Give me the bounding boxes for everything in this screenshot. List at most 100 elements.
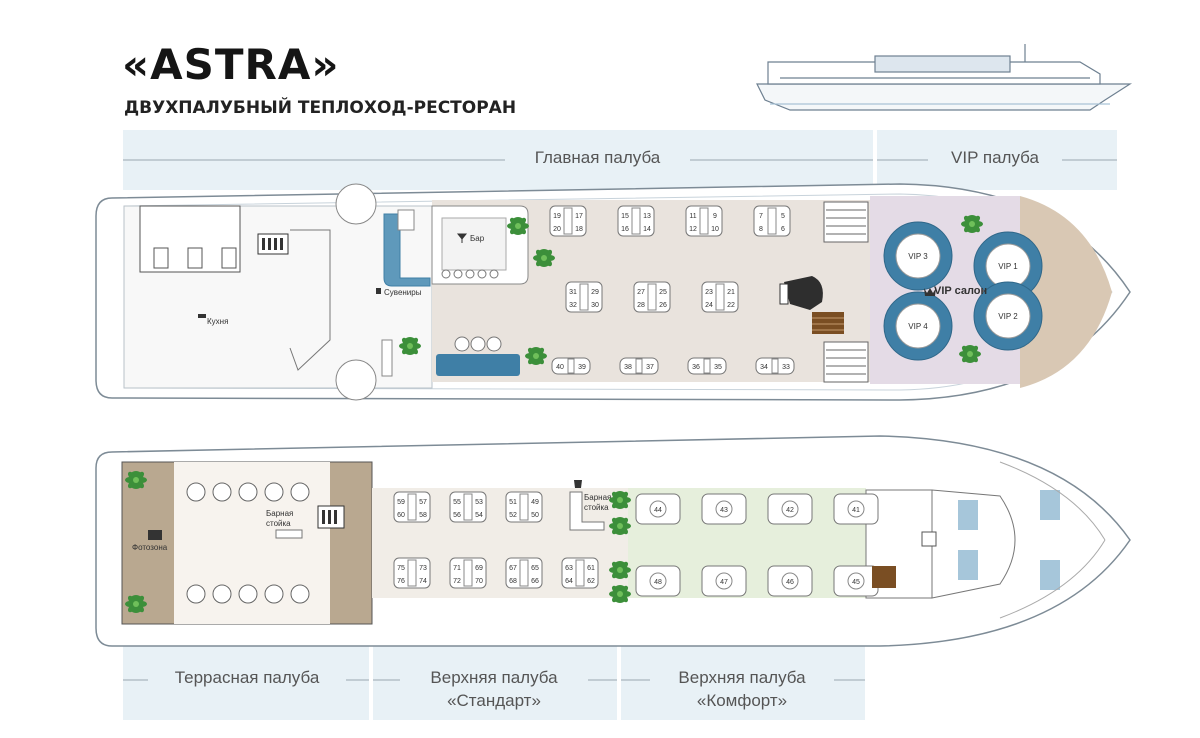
bow-deck-wood (1020, 196, 1112, 388)
comfort-table-top-1: 43 (701, 493, 747, 525)
seat-number: 8 (759, 226, 763, 233)
plant-icon (533, 249, 555, 267)
seat-number: 35 (714, 364, 722, 371)
comfort-deck-label-line1: Верхняя палуба (678, 668, 806, 687)
seat-number: 15 (621, 213, 629, 220)
coffee-icon (574, 480, 582, 488)
lounge-stools (454, 336, 502, 352)
terrace-stool (212, 482, 232, 502)
comfort-deck-band (621, 640, 865, 720)
seat-number: 22 (727, 302, 735, 309)
terrace-bar-counter (275, 529, 303, 539)
bow-line-top (999, 461, 1106, 541)
terrace-deck-label: Террасная палуба (174, 668, 320, 687)
vip-salon-label: VIP салон (934, 285, 987, 297)
seat-number: 62 (587, 578, 595, 585)
plant-icon (959, 345, 981, 363)
seat-number: 47 (720, 579, 728, 586)
seat-number: 36 (692, 364, 700, 371)
seat-number: 29 (591, 289, 599, 296)
seat-number: 56 (453, 512, 461, 519)
door-bottom (335, 359, 377, 401)
seat-number: 26 (659, 302, 667, 309)
seat-number: 52 (509, 512, 517, 519)
seat-number: 66 (531, 578, 539, 585)
seat-number: 37 (646, 364, 654, 371)
comfort-table-bottom-0: 48 (635, 565, 681, 597)
ship-subtitle: ДВУХПАЛУБНЫЙ ТЕПЛОХОД-РЕСТОРАН (124, 98, 517, 118)
seat-number: 75 (397, 565, 405, 572)
souvenir-cabinet (397, 209, 415, 231)
seat-number: 53 (475, 499, 483, 506)
vip-booth-label: VIP 4 (908, 322, 928, 331)
main-plants (399, 215, 983, 365)
window-a (958, 500, 978, 530)
terrace-bar-label-1: Барная (266, 509, 293, 518)
seat-number: 51 (509, 499, 517, 506)
stand-bottom (381, 339, 393, 377)
seat-number: 9 (713, 213, 717, 220)
bar-stools (441, 269, 499, 279)
stage-lines (812, 317, 844, 331)
bow-line-bottom (999, 539, 1106, 619)
terrace-stool (264, 482, 284, 502)
terrace-deck-band (123, 640, 369, 720)
seat-number: 73 (419, 565, 427, 572)
terrace-stool (186, 584, 206, 604)
terrace-stool (264, 584, 284, 604)
comfort-table-bottom-3: 45 (833, 565, 879, 597)
seat-number: 31 (569, 289, 577, 296)
terrace-stool (290, 584, 310, 604)
upper-stage (872, 566, 896, 588)
plant-icon (609, 517, 631, 535)
souvenirs-label: Сувениры (384, 288, 422, 297)
seat-number: 43 (720, 507, 728, 514)
seat-number: 57 (419, 499, 427, 506)
terrace-bar-label-2: стойка (266, 519, 291, 528)
seat-number: 65 (531, 565, 539, 572)
comfort-table-top-2: 42 (767, 493, 813, 525)
comfort-deck-label: Верхняя палуба «Комфорт» (650, 666, 834, 712)
piano-icon (784, 276, 823, 310)
seat-number: 13 (643, 213, 651, 220)
upper-plants (125, 471, 631, 613)
seat-number: 40 (556, 364, 564, 371)
door-top (335, 183, 377, 225)
seat-number: 45 (852, 579, 860, 586)
camera-icon (148, 530, 162, 540)
seat-number: 67 (509, 565, 517, 572)
seat-number: 59 (397, 499, 405, 506)
comfort-table-top-3: 41 (833, 493, 879, 525)
seat-number: 46 (786, 579, 794, 586)
seat-number: 20 (553, 226, 561, 233)
vip-booth-label: VIP 2 (998, 312, 1018, 321)
seat-number: 34 (760, 364, 768, 371)
plant-icon (125, 595, 147, 613)
restrooms (139, 205, 241, 273)
chart-table (921, 531, 937, 547)
ship-side-view (756, 44, 1133, 111)
piano-keys (779, 283, 789, 305)
terrace-stools (186, 482, 310, 604)
comfort-bottom-tables: 48 47 46 45 (635, 565, 879, 597)
comfort-table-bottom-2: 46 (767, 565, 813, 597)
terrace-stairs-steps (322, 510, 337, 524)
standard-bar-label-2: стойка (584, 503, 609, 512)
seat-number: 72 (453, 578, 461, 585)
plant-icon (125, 471, 147, 489)
lounge-sofa (436, 354, 520, 376)
comfort-table-top-0: 44 (635, 493, 681, 525)
seat-number: 69 (475, 565, 483, 572)
seat-number: 30 (591, 302, 599, 309)
plant-icon (507, 217, 529, 235)
